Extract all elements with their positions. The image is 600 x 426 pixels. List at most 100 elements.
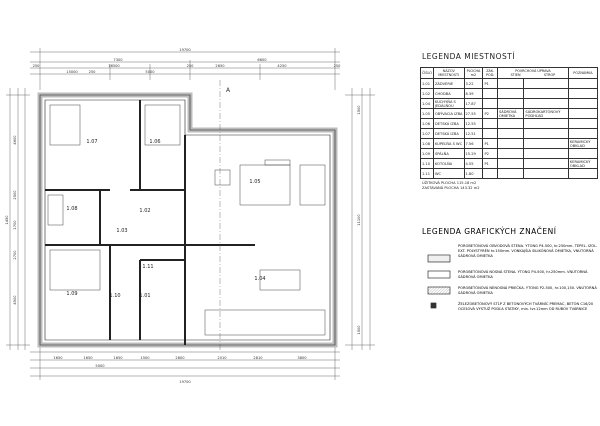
room-cell-no: 1.11 xyxy=(420,168,434,179)
room-cell-ceil: SÁDROKARTÓNOVÝ PODHĽAD xyxy=(523,108,569,119)
room-1-07-label: 1.07 xyxy=(86,139,97,145)
room-cell-note xyxy=(567,88,599,99)
svg-text:5000: 5000 xyxy=(95,364,105,368)
svg-text:1700: 1700 xyxy=(13,220,17,230)
room-cell-ceil xyxy=(523,78,569,89)
room-cell-floor: P1 xyxy=(482,138,498,149)
room-cell-floor xyxy=(482,128,498,139)
section-mark-label: A xyxy=(226,87,231,94)
room-cell-area: 15.29 xyxy=(463,148,484,159)
room-cell-no: 1.08 xyxy=(420,138,434,149)
room-legend-table: ČÍSLO NÁZOV MIESTNOSTI PLOCHA m2 ZÁK. PO… xyxy=(420,67,599,179)
dimension-lines-top xyxy=(30,48,340,90)
graphic-legend: LEGENDA GRAFICKÝCH ZNAČENÍ POROBETÓNOVÁ … xyxy=(420,227,598,326)
room-cell-wall xyxy=(496,78,525,89)
room-cell-floor: P1 xyxy=(482,78,498,89)
room-cell-area: 12.51 xyxy=(463,128,484,139)
room-1-06-label: 1.06 xyxy=(149,139,160,145)
room-cell-ceil xyxy=(523,158,569,169)
graphic-legend-title: LEGENDA GRAFICKÝCH ZNAČENÍ xyxy=(422,227,557,236)
room-cell-wall xyxy=(496,118,525,129)
room-cell-note: KERAMICKÝ OBKLAD xyxy=(567,138,599,149)
room-cell-ceil xyxy=(523,168,569,179)
room-cell-name: KUCHYŇA S JEDÁLŇOU xyxy=(432,98,465,109)
room-cell-note xyxy=(567,78,599,89)
room-cell-note xyxy=(567,148,599,159)
exterior-walls xyxy=(37,92,338,348)
interior-walls xyxy=(45,100,255,345)
room-cell-note: KERAMICKÝ OBKLAD xyxy=(567,158,599,169)
room-cell-ceil xyxy=(523,88,569,99)
room-1-01-label: 1.01 xyxy=(139,293,150,299)
room-cell-ceil xyxy=(523,118,569,129)
graphic-legend-item: POROBETÓNOVÁ NOSNÁ STENA. YTONG P4-500, … xyxy=(458,270,588,279)
graphic-legend-item: POROBETÓNOVÁ OBVODOVÁ STENA. YTONG P4-50… xyxy=(458,244,598,258)
room-cell-no: 1.07 xyxy=(420,128,434,139)
swatch-partition xyxy=(427,286,451,295)
svg-text:2700: 2700 xyxy=(13,250,17,260)
room-cell-wall xyxy=(496,88,525,99)
svg-text:7300: 7300 xyxy=(113,58,123,62)
room-cell-area: 3.22 xyxy=(463,78,484,89)
svg-text:5000: 5000 xyxy=(145,70,155,74)
room-cell-area: 1.80 xyxy=(463,168,484,179)
dimension-text-top: 19700 7300 6600 250 16500 250 2650 4250 … xyxy=(33,48,342,74)
svg-text:250: 250 xyxy=(334,64,342,68)
room-1-02-label: 1.02 xyxy=(139,208,150,214)
svg-text:4600: 4600 xyxy=(13,135,17,145)
furniture xyxy=(47,104,326,336)
room-cell-floor xyxy=(482,168,498,179)
svg-text:2010: 2010 xyxy=(217,356,227,360)
room-cell-note xyxy=(567,98,599,109)
svg-text:1650: 1650 xyxy=(113,356,123,360)
svg-text:1500: 1500 xyxy=(357,325,361,335)
room-cell-name: ZÁDVERIE xyxy=(432,78,465,89)
room-cell-name: DETSKÁ IZBA xyxy=(432,118,465,129)
graphic-legend-item: ŽELEZOBETÓNOVÝ STĹP Z BETÓNOVÝCH TVÁRNÍC… xyxy=(458,302,594,311)
room-cell-area: 8.39 xyxy=(463,88,484,99)
room-cell-no: 1.01 xyxy=(420,78,434,89)
room-cell-area: 17.87 xyxy=(463,98,484,109)
room-cell-note xyxy=(567,108,599,119)
dimension-text-left: 4600 2500 1700 2700 4500 1450 xyxy=(5,135,17,305)
room-cell-note xyxy=(567,128,599,139)
room-cell-wall xyxy=(496,128,525,139)
room-legend-header: ČÍSLO NÁZOV MIESTNOSTI PLOCHA m2 ZÁK. PO… xyxy=(420,67,599,79)
room-cell-name: KOTOLŇA xyxy=(432,158,465,169)
svg-text:1500: 1500 xyxy=(357,105,361,115)
swatch-bearing-wall xyxy=(427,270,451,279)
room-cell-ceil xyxy=(523,138,569,149)
room-cell-wall xyxy=(496,138,525,149)
room-cell-no: 1.05 xyxy=(420,108,434,119)
dimension-text-bottom: 1650 1650 1650 1500 2800 2010 2810 3800 … xyxy=(53,356,307,384)
room-cell-name: KÚPEĽŇA S WC xyxy=(432,138,465,149)
room-cell-no: 1.02 xyxy=(420,88,434,99)
dimension-lines-bottom xyxy=(30,345,340,380)
swatch-column xyxy=(430,302,437,309)
svg-text:1500: 1500 xyxy=(140,356,150,360)
svg-text:2500: 2500 xyxy=(13,190,17,200)
svg-text:3800: 3800 xyxy=(297,356,307,360)
svg-text:250: 250 xyxy=(89,70,97,74)
room-cell-note xyxy=(567,168,599,179)
dimension-text-right: 1500 11100 1500 xyxy=(357,105,361,335)
room-1-09-label: 1.09 xyxy=(66,291,77,297)
room-legend: LEGENDA MIESTNOSTÍ ČÍSLO NÁZOV MIESTNOST… xyxy=(420,52,599,191)
room-1-04-label: 1.04 xyxy=(254,276,265,282)
room-cell-floor: P1 xyxy=(482,158,498,169)
svg-text:19700: 19700 xyxy=(179,380,191,384)
svg-text:1650: 1650 xyxy=(83,356,93,360)
graphic-legend-item: POROBETÓNOVÁ NENOSNÁ PRIEČKA. YTONG P2-5… xyxy=(458,286,597,295)
section-mark: A xyxy=(219,80,231,350)
room-cell-wall xyxy=(496,158,525,169)
room-cell-wall xyxy=(496,98,525,109)
svg-text:11100: 11100 xyxy=(357,214,361,226)
